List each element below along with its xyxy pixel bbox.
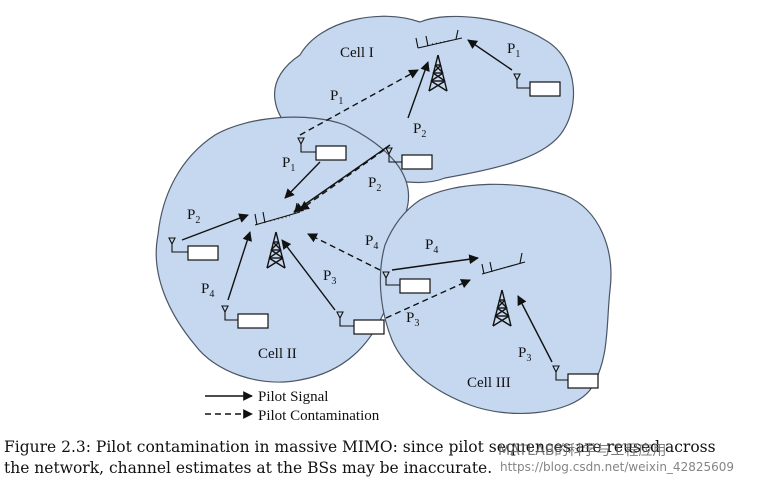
label-p1-contam: P1: [330, 88, 343, 107]
ue-cell1-p2: [385, 147, 433, 170]
arrow-cell1-p2: [407, 61, 430, 119]
label-p4-cell2: P4: [201, 281, 214, 300]
figure-caption: Figure 2.3: Pilot contamination in massi…: [4, 437, 774, 479]
svg-text:P1: P1: [507, 41, 520, 60]
contam-cell3-to-bs2: [307, 233, 381, 271]
svg-text:P1: P1: [330, 88, 343, 107]
svg-text:P3: P3: [406, 310, 419, 329]
caption-line-2: the network, channel estimates at the BS…: [4, 459, 493, 477]
label-p4-contam: P4: [365, 233, 378, 252]
label-p1-cell1: P1: [507, 41, 520, 60]
contam-cell2-to-bs3: [385, 279, 471, 319]
svg-text:P3: P3: [518, 345, 531, 364]
contam-cell1-to-bs2: [299, 149, 385, 211]
svg-text:P1: P1: [282, 155, 295, 174]
arrow-cell1-p1: [467, 39, 513, 71]
arrow-cell2-p2: [181, 213, 249, 241]
base-station-cell-1: [415, 29, 463, 92]
caption-line-1: Figure 2.3: Pilot contamination in massi…: [4, 438, 716, 456]
legend-pilot-contamination: Pilot Contamination: [258, 408, 380, 424]
ue-cell2-p3: [336, 311, 385, 335]
label-p2-cell2: P2: [187, 207, 200, 226]
arrow-cell3-p4: [391, 254, 479, 271]
arrow-cell3-p3: [517, 295, 553, 363]
cell-2-label: Cell II: [258, 346, 297, 362]
base-station-cell-3: [481, 252, 526, 327]
svg-text:P4: P4: [425, 237, 438, 256]
cell-3-label: Cell III: [467, 375, 511, 391]
ue-cell2-p2: [168, 237, 219, 261]
ue-cell2-p4: [221, 305, 269, 329]
ue-cell3-p3: [552, 365, 599, 389]
label-p3-cell2: P3: [323, 268, 336, 287]
cell-1-label: Cell I: [340, 45, 374, 61]
label-p3-cell3: P3: [518, 345, 531, 364]
label-p4-cell3: P4: [425, 237, 438, 256]
svg-text:P2: P2: [413, 121, 426, 140]
svg-text:P2: P2: [368, 175, 381, 194]
arrow-cell2-p4: [227, 231, 252, 301]
ue-cell2-p1: [297, 137, 347, 161]
label-p3-contam: P3: [406, 310, 419, 329]
svg-text:P2: P2: [187, 207, 200, 226]
svg-text:P4: P4: [201, 281, 214, 300]
svg-text:P3: P3: [323, 268, 336, 287]
label-p1-cell2: P1: [282, 155, 295, 174]
watermark-text: MATLAB的科学与工程应用: [498, 443, 667, 459]
arrow-cell2-p1: [284, 161, 321, 199]
ue-cell3-p4: [382, 271, 431, 294]
legend: Pilot Signal Pilot Contamination: [205, 389, 380, 424]
arrow-cell2-p1-from-ue: [293, 144, 391, 213]
cell-3-region: [379, 183, 612, 414]
label-p2-cell1: P2: [413, 121, 426, 140]
label-p2-contam: P2: [368, 175, 381, 194]
contam-cell2-to-bs1: [299, 69, 419, 136]
watermark-url: https://blog.csdn.net/weixin_42825609: [500, 460, 735, 474]
svg-text:P4: P4: [365, 233, 378, 252]
arrow-cell2-p3: [281, 239, 336, 311]
ue-cell1-p1: [513, 73, 561, 97]
legend-pilot-signal: Pilot Signal: [258, 389, 328, 405]
